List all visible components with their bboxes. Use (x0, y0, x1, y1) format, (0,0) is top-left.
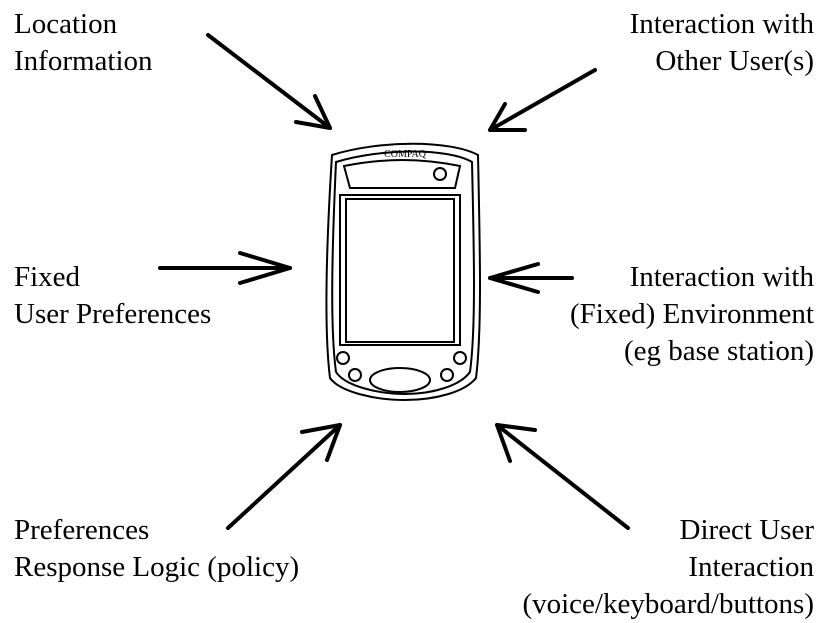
pda-body (325, 142, 481, 402)
app-button-1 (336, 351, 350, 365)
nav-pad (369, 367, 431, 393)
pda-screen (345, 198, 455, 343)
arrow-policy (226, 423, 342, 530)
label-fixed-user-preferences: Fixed User Preferences (14, 261, 212, 330)
arrow-fixed-prefs (158, 251, 292, 285)
arrows (158, 33, 630, 530)
pda-device (325, 142, 481, 402)
arrow-direct (495, 423, 630, 530)
power-button (433, 167, 447, 181)
arrow-environment (488, 262, 574, 294)
app-button-2 (348, 368, 362, 382)
app-button-4 (453, 351, 467, 365)
label-location-information: Location Information (14, 8, 153, 77)
pda-body-inner (331, 150, 475, 396)
device-brand: COMPAQ (384, 149, 427, 160)
label-direct-user-interaction: Direct User Interaction (voice/keyboard/… (522, 514, 814, 620)
label-interaction-environment: Interaction with (Fixed) Environment (eg… (569, 261, 814, 367)
pda-top-bezel (342, 159, 462, 189)
arrow-other-users (488, 68, 597, 132)
arrow-location (206, 33, 332, 130)
label-preferences-response-logic: Preferences Response Logic (policy) (14, 514, 300, 583)
app-button-3 (440, 368, 454, 382)
pda-screen-frame (339, 194, 461, 346)
label-interaction-other-users: Interaction with Other User(s) (629, 8, 814, 77)
